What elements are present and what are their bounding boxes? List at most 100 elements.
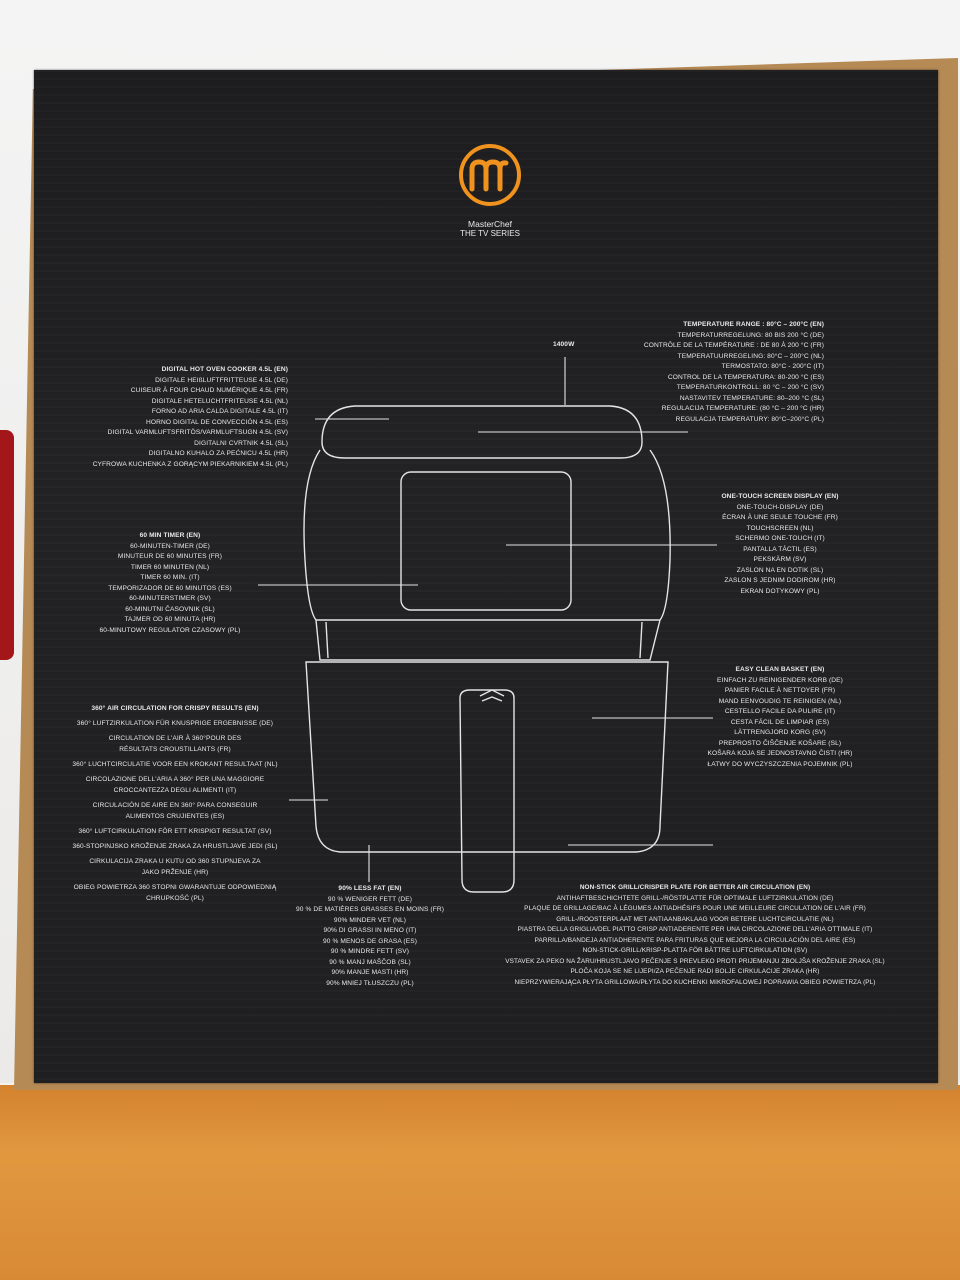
feature-line: 360° LUFTCIRKULATION FÖR ETT KRISPIGT RE… bbox=[78, 828, 272, 835]
feature-screen: ONE-TOUCH SCREEN DISPLAY (EN) ONE-TOUCH-… bbox=[710, 492, 850, 597]
feature-line: ONE-TOUCH SCREEN DISPLAY (EN) bbox=[721, 493, 839, 500]
feature-line: CIRCULACIÓN DE AIRE EN 360° PARA CONSEGU… bbox=[92, 802, 258, 809]
feature-line: PANIER FACILE À NETTOYER (FR) bbox=[724, 687, 836, 694]
feature-line: JAKO PRŽENJE (HR) bbox=[141, 869, 209, 876]
power-label: 1400W bbox=[553, 341, 575, 348]
feature-line: CUISEUR À FOUR CHAUD NUMÉRIQUE 4.5L (FR) bbox=[130, 387, 288, 394]
lid-outline bbox=[321, 405, 643, 459]
feature-line: PEKSKÄRM (SV) bbox=[753, 556, 807, 563]
feature-line: RÉSULTATS CROUSTILLANTS (FR) bbox=[119, 746, 231, 753]
feature-line: ZASLON NA EN DOTIK (SL) bbox=[736, 566, 824, 574]
feature-line: NON-STICK-GRILL/KRISP-PLATTA FÖR BÄTTRE … bbox=[582, 947, 808, 954]
feature-line: TAJMER OD 60 MINUTA (HR) bbox=[124, 616, 216, 623]
feature-line: 60-MINUTOWY REGULATOR CZASOWY (PL) bbox=[99, 626, 241, 634]
feature-line: TEMPERATURE RANGE : 80°C – 200°C (EN) bbox=[683, 321, 824, 328]
feature-line: NIEPRZYWIERAJĄCA PŁYTA GRILLOWA/PŁYTA DO… bbox=[514, 978, 876, 986]
feature-line: MINUTEUR DE 60 MINUTES (FR) bbox=[117, 553, 223, 560]
brand-tagline: THE TV SERIES bbox=[460, 229, 520, 238]
feature-air: 360° AIR CIRCULATION FOR CRISPY RESULTS … bbox=[70, 703, 280, 904]
feature-grill: NON-STICK GRILL/CRISPER PLATE FOR BETTER… bbox=[490, 883, 900, 988]
feature-line: TIMER 60 MINUTEN (NL) bbox=[130, 563, 210, 571]
feature-line: REGULACIJA TEMPERATURE: (80 °C – 200 °C … bbox=[661, 405, 824, 412]
feature-line: ÉCRAN À UNE SEULE TOUCHE (FR) bbox=[722, 514, 838, 521]
feature-line: 60 MIN TIMER (EN) bbox=[139, 532, 201, 539]
feature-line: TOUCHSCREEN (NL) bbox=[746, 524, 814, 532]
feature-line: PLOČA KOJA SE NE LIJEPI/ZA PEČENJE RADI … bbox=[570, 968, 820, 975]
feature-line: DIGITALNI CVRTNIK 4.5L (SL) bbox=[194, 439, 288, 447]
feature-line: 90% DI GRASSI IN MENO (IT) bbox=[323, 927, 417, 934]
feature-line: 90% LESS FAT (EN) bbox=[338, 885, 402, 892]
feature-line: 90 % MINDRE FETT (SV) bbox=[330, 948, 410, 955]
brand-block: MasterChef THE TV SERIES bbox=[430, 219, 550, 239]
feature-line: DIGITALE HETELUCHTFRITEUSE 4.5L (NL) bbox=[151, 397, 288, 405]
feature-cooker: DIGITAL HOT OVEN COOKER 4.5L (EN) DIGITA… bbox=[93, 365, 288, 470]
feature-line: CROCCANTEZZA DEGLI ALIMENTI (IT) bbox=[113, 787, 237, 794]
brand-name: MasterChef bbox=[468, 219, 512, 229]
product-box-back bbox=[34, 70, 938, 1083]
feature-line: PREPROSTO ČIŠČENJE KOŠARE (SL) bbox=[718, 739, 842, 747]
feature-line: CHRUPKOŚĆ (PL) bbox=[146, 895, 204, 902]
red-object-edge bbox=[0, 430, 14, 660]
body-outline bbox=[303, 449, 671, 621]
feature-line: EINFACH ZU REINIGENDER KORB (DE) bbox=[717, 676, 843, 684]
basket-handle bbox=[459, 689, 515, 893]
feature-line: PANTALLA TÁCTIL (ES) bbox=[743, 545, 817, 553]
masterchef-logo-icon bbox=[459, 144, 521, 206]
feature-line: MAND EENVOUDIG TE REINIGEN (NL) bbox=[718, 697, 842, 705]
feature-line: CONTROL DE LA TEMPERATURA: 80-200 °C (ES… bbox=[667, 373, 824, 381]
feature-line: KOŠARA KOJA SE JEDNOSTAVNO ČISTI (HR) bbox=[707, 750, 853, 757]
feature-line: NON-STICK GRILL/CRISPER PLATE FOR BETTER… bbox=[579, 884, 811, 891]
feature-line: ŁATWY DO WYCZYSZCZENIA POJEMNIK (PL) bbox=[707, 760, 853, 768]
feature-line: EKRAN DOTYKOWY (PL) bbox=[740, 587, 820, 595]
feature-line: REGULACJA TEMPERATURY: 80°C–200°C (PL) bbox=[675, 415, 824, 423]
feature-line: CONTRÔLE DE LA TEMPÉRATURE : DE 80 À 200… bbox=[643, 342, 824, 349]
feature-line: ANTIHAFTBESCHICHTETE GRILL-/RÖSTPLATTE F… bbox=[556, 894, 834, 902]
feature-line: 90 % MENOS DE GRASA (ES) bbox=[322, 937, 417, 945]
basket-outline bbox=[305, 661, 669, 853]
feature-line: 90% MINDER VET (NL) bbox=[333, 916, 407, 924]
feature-line: DIGITALE HEIßLUFTFRITTEUSE 4.5L (DE) bbox=[155, 376, 288, 384]
feature-line: HORNO DIGITAL DE CONVECCIÓN 4.5L (ES) bbox=[146, 418, 288, 426]
feature-line: TEMPERATURKONTROLL: 80 °C – 200 °C (SV) bbox=[676, 384, 824, 391]
feature-line: 90% MNIEJ TŁUSZCZU (PL) bbox=[326, 979, 414, 987]
feature-line: 90 % WENIGER FETT (DE) bbox=[327, 895, 413, 903]
feature-line: CYFROWA KUCHENKA Z GORĄCYM PIEKARNIKIEM … bbox=[92, 460, 288, 468]
feature-line: 60-MINUTEN-TIMER (DE) bbox=[130, 542, 210, 550]
feature-line: OBIEG POWIETRZA 360 STOPNI GWARANTUJE OD… bbox=[73, 884, 277, 891]
feature-line: DIGITAL HOT OVEN COOKER 4.5L (EN) bbox=[161, 366, 288, 373]
feature-line: 360° LUFTZIRKULATION FÜR KNUSPRIGE ERGEB… bbox=[76, 720, 274, 727]
feature-line: DIGITALNO KUHALO ZA PEĆNICU 4.5L (HR) bbox=[148, 450, 288, 457]
feature-line: 60-MINUTNI ČASOVNIK (SL) bbox=[125, 605, 215, 613]
feature-line: ONE-TOUCH-DISPLAY (DE) bbox=[736, 503, 824, 511]
feature-line: CIRCULATION DE L'AIR À 360°POUR DES bbox=[108, 735, 242, 742]
feature-line: TERMOSTATO: 80°C - 200°C (IT) bbox=[721, 363, 824, 370]
feature-line: DIGITAL VARMLUFTSFRITÖS/VARMLUFTSUGN 4.5… bbox=[107, 429, 288, 436]
wooden-surface bbox=[0, 1085, 960, 1280]
feature-timer: 60 MIN TIMER (EN) 60-MINUTEN-TIMER (DE) … bbox=[95, 531, 245, 636]
feature-temperature: TEMPERATURE RANGE : 80°C – 200°C (EN) TE… bbox=[644, 320, 824, 425]
feature-line: 360-STOPINJSKO KROŽENJE ZRAKA ZA HRUSTLJ… bbox=[72, 843, 278, 850]
display-outline bbox=[400, 471, 572, 611]
feature-line: ZASLON S JEDNIM DODIROM (HR) bbox=[724, 577, 836, 584]
feature-line: PARRILLA/BANDEJA ANTIADHERENTE PARA FRIT… bbox=[534, 936, 856, 944]
feature-fat: 90% LESS FAT (EN) 90 % WENIGER FETT (DE)… bbox=[290, 884, 450, 989]
feature-line: TIMER 60 MIN. (IT) bbox=[140, 574, 200, 581]
feature-line: EASY CLEAN BASKET (EN) bbox=[735, 666, 825, 673]
feature-line: 90% MANJE MASTI (HR) bbox=[331, 969, 409, 976]
feature-line: NASTAVITEV TEMPERATURE: 80–200 °C (SL) bbox=[679, 394, 824, 402]
feature-line: 360° LUCHTCIRCULATIE VOOR EEN KROKANT RE… bbox=[72, 761, 278, 768]
feature-line: CIRCOLAZIONE DELL'ARIA A 360° PER UNA MA… bbox=[85, 776, 265, 783]
feature-line: CIRKULACIJA ZRAKA U KUTU OD 360 STUPNJEV… bbox=[89, 858, 261, 865]
feature-line: 60-MINUTERSTIMER (SV) bbox=[129, 595, 211, 602]
feature-line: GRILL-/ROOSTERPLAAT MET ANTIAANBAKLAAG V… bbox=[556, 915, 834, 923]
neck-outline bbox=[315, 619, 661, 661]
feature-line: 360° AIR CIRCULATION FOR CRISPY RESULTS … bbox=[91, 705, 259, 712]
feature-line: 90 % DE MATIÈRES GRASSES EN MOINS (FR) bbox=[295, 906, 445, 913]
feature-line: TEMPERATURREGELUNG: 80 BIS 200 °C (DE) bbox=[677, 331, 824, 339]
feature-line: TEMPERATUURREGELING: 80°C – 200°C (NL) bbox=[677, 352, 824, 360]
feature-basket: EASY CLEAN BASKET (EN) EINFACH ZU REINIG… bbox=[700, 665, 860, 770]
feature-line: 90 % MANJ MAŠČOB (SL) bbox=[329, 958, 411, 966]
feature-line: SCHERMO ONE-TOUCH (IT) bbox=[735, 535, 825, 542]
feature-line: TEMPORIZADOR DE 60 MINUTOS (ES) bbox=[108, 584, 232, 592]
